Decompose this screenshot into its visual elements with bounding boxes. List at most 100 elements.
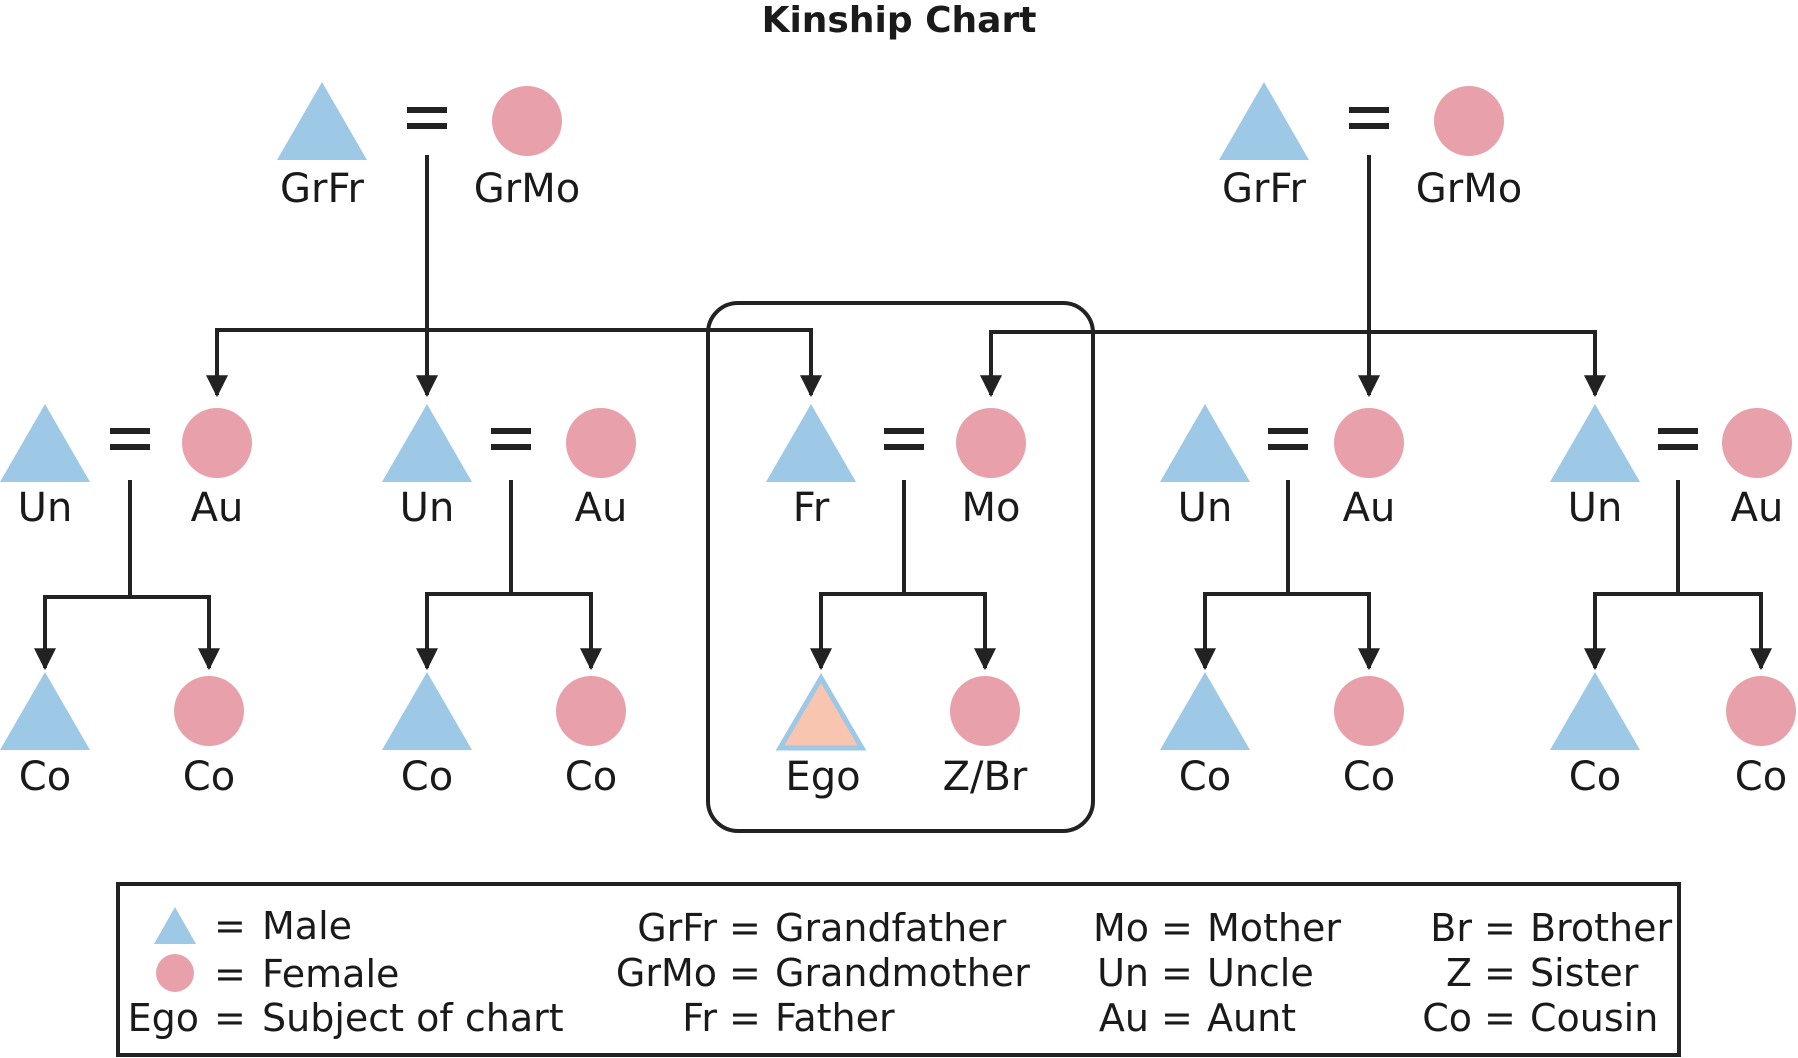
label-grandfather-right: GrFr	[1222, 166, 1307, 212]
c1-cousin-male-triangle	[0, 672, 90, 750]
legend-equals-ego: =	[214, 996, 246, 1040]
ego-triangle	[775, 673, 867, 751]
legend-equals-un: =	[1161, 951, 1193, 995]
label-c5-uncle: Un	[1568, 485, 1623, 531]
label-c1-aunt: Au	[191, 485, 244, 531]
legend-equals-grfr: =	[729, 906, 761, 950]
sibling-circle	[950, 676, 1020, 746]
legend-au-abbr: Au	[1099, 996, 1149, 1040]
legend-mo-meaning: Mother	[1207, 906, 1341, 950]
legend-grfr-meaning: Grandfather	[775, 906, 1007, 950]
label-grandmother-right: GrMo	[1416, 166, 1522, 212]
c2-aunt-circle	[566, 408, 636, 478]
legend-equals-female: =	[214, 952, 246, 996]
legend-grmo-abbr: GrMo	[616, 951, 717, 995]
marriage-signs	[110, 107, 1698, 450]
legend-box	[116, 882, 1681, 1057]
label-c5-cousin-male: Co	[1569, 754, 1621, 800]
legend-equals-co: =	[1484, 996, 1516, 1040]
label-father: Fr	[793, 485, 830, 531]
legend-fr-meaning: Father	[775, 996, 895, 1040]
grandfather-right-triangle	[1219, 82, 1309, 160]
label-c2-cousin-female: Co	[565, 754, 617, 800]
c2-cousin-male-triangle	[382, 672, 472, 750]
legend-un-abbr: Un	[1097, 951, 1149, 995]
c4-cousin-male-triangle	[1160, 672, 1250, 750]
c5-uncle-triangle	[1550, 404, 1640, 482]
label-c1-cousin-male: Co	[19, 754, 71, 800]
legend-br-meaning: Brother	[1530, 906, 1672, 950]
connector-c3-children	[819, 592, 996, 671]
legend-grfr-abbr: GrFr	[637, 906, 717, 950]
legend-au-meaning: Aunt	[1207, 996, 1296, 1040]
marriage-sign-c4	[1268, 428, 1308, 450]
label-mother: Mo	[962, 485, 1021, 531]
c5-cousin-male-triangle	[1550, 672, 1640, 750]
grandmother-right-circle	[1434, 86, 1504, 156]
marriage-sign-g1-right	[1349, 107, 1389, 129]
c5-cousin-female-circle	[1726, 676, 1796, 746]
connector-c5-children	[1593, 592, 1772, 671]
ego-family-box	[706, 301, 1095, 833]
legend-equals-z: =	[1484, 951, 1516, 995]
c2-cousin-female-circle	[556, 676, 626, 746]
legend: = Male = Female Ego = Subject of chart G…	[116, 882, 1681, 1057]
legend-co-meaning: Cousin	[1530, 996, 1658, 1040]
grandmother-left-circle	[492, 86, 562, 156]
connector-c1-children	[43, 595, 220, 671]
legend-male-text: Male	[262, 904, 352, 948]
legend-equals-au: =	[1161, 996, 1193, 1040]
kin-symbols	[0, 82, 1796, 751]
legend-ego-abbr: Ego	[128, 996, 199, 1040]
legend-female-text: Female	[262, 952, 399, 996]
label-c4-uncle: Un	[1178, 485, 1233, 531]
label-c2-uncle: Un	[400, 485, 455, 531]
legend-fr-abbr: Fr	[682, 996, 717, 1040]
label-c4-aunt: Au	[1343, 485, 1396, 531]
label-c5-cousin-female: Co	[1735, 754, 1787, 800]
legend-equals-br: =	[1484, 906, 1516, 950]
legend-z-abbr: Z	[1446, 951, 1472, 995]
connector-c4-children	[1203, 592, 1380, 671]
connector-right-sibling-bar	[989, 330, 1606, 398]
legend-equals-male: =	[214, 904, 246, 948]
c4-uncle-triangle	[1160, 404, 1250, 482]
legend-ego-meaning: Subject of chart	[262, 996, 564, 1040]
marriage-sign-g1-left	[407, 107, 447, 129]
grandfather-left-triangle	[277, 82, 367, 160]
chart-title: Kinship Chart	[762, 0, 1037, 41]
c1-aunt-circle	[182, 408, 252, 478]
connectors	[34, 155, 1772, 671]
label-c1-uncle: Un	[18, 485, 73, 531]
c2-uncle-triangle	[382, 404, 472, 482]
legend-equals-mo: =	[1161, 906, 1193, 950]
label-c5-aunt: Au	[1731, 485, 1784, 531]
legend-br-abbr: Br	[1430, 906, 1472, 950]
connector-left-sibling-bar	[215, 328, 822, 398]
c4-cousin-female-circle	[1334, 676, 1404, 746]
label-c2-aunt: Au	[575, 485, 628, 531]
label-c4-cousin-male: Co	[1179, 754, 1231, 800]
label-c2-cousin-male: Co	[401, 754, 453, 800]
c5-aunt-circle	[1722, 408, 1792, 478]
c1-uncle-triangle	[0, 404, 90, 482]
legend-z-meaning: Sister	[1530, 951, 1639, 995]
legend-grmo-meaning: Grandmother	[775, 951, 1030, 995]
marriage-sign-c2	[491, 428, 531, 450]
marriage-sign-c1	[110, 428, 150, 450]
label-c4-cousin-female: Co	[1343, 754, 1395, 800]
marriage-sign-c5	[1658, 428, 1698, 450]
legend-equals-fr: =	[729, 996, 761, 1040]
legend-mo-abbr: Mo	[1093, 906, 1149, 950]
marriage-sign-c3	[884, 428, 924, 450]
legend-un-meaning: Uncle	[1207, 951, 1314, 995]
legend-equals-grmo: =	[729, 951, 761, 995]
connector-c2-children	[425, 592, 602, 671]
father-triangle	[766, 404, 856, 482]
label-sibling: Z/Br	[943, 754, 1028, 800]
label-c1-cousin-female: Co	[183, 754, 235, 800]
legend-male-icon	[154, 907, 196, 944]
c1-cousin-female-circle	[174, 676, 244, 746]
